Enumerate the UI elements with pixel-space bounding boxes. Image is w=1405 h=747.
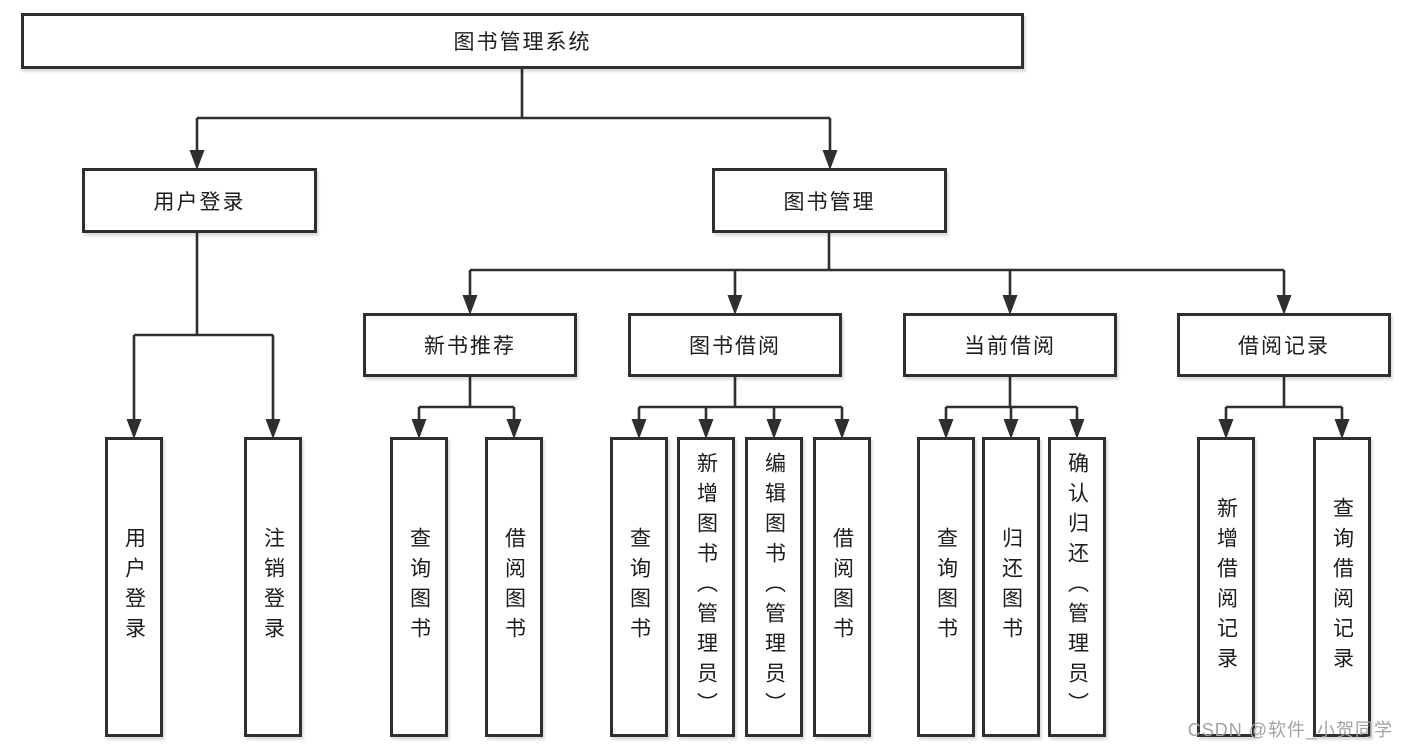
- leaf-records-add-record-label: 新增借阅记录: [1214, 497, 1238, 677]
- leaf-current-confirm-return-admin-label: 确认归还（管理员）: [1065, 452, 1089, 722]
- node-borrowing-records: 借阅记录: [1177, 313, 1391, 377]
- leaf-borrowing-query-book-label: 查询图书: [627, 527, 651, 647]
- leaf-borrowing-edit-book-admin: 编辑图书（管理员）: [745, 437, 803, 737]
- node-book-borrowing-label: 图书借阅: [689, 335, 781, 358]
- node-book-management-label: 图书管理: [783, 190, 876, 214]
- csdn-watermark: CSDN @软件_小贺同学: [1187, 720, 1393, 740]
- node-borrowing-records-label: 借阅记录: [1238, 335, 1330, 358]
- leaf-recommend-query-book-label: 查询图书: [407, 527, 431, 647]
- leaf-records-add-record: 新增借阅记录: [1197, 437, 1255, 737]
- leaf-borrowing-edit-book-admin-label: 编辑图书（管理员）: [762, 452, 786, 722]
- node-book-management-system: 图书管理系统: [21, 13, 1024, 69]
- leaf-records-query-record: 查询借阅记录: [1313, 437, 1371, 737]
- connector-arrowheads: [126, 150, 1350, 439]
- leaf-current-return-book: 归还图书: [982, 437, 1040, 737]
- leaf-current-return-book-label: 归还图书: [999, 527, 1023, 647]
- leaf-user-login: 用户登录: [105, 437, 163, 737]
- leaf-recommend-borrow-book-label: 借阅图书: [502, 527, 526, 647]
- node-user-login: 用户登录: [82, 168, 317, 233]
- leaf-logout-label: 注销登录: [261, 527, 285, 647]
- leaf-user-login-label: 用户登录: [122, 527, 146, 647]
- leaf-records-query-record-label: 查询借阅记录: [1330, 497, 1354, 677]
- node-new-book-recommend-label: 新书推荐: [424, 335, 516, 358]
- leaf-current-confirm-return-admin: 确认归还（管理员）: [1048, 437, 1106, 737]
- leaf-borrowing-query-book: 查询图书: [610, 437, 668, 737]
- node-user-login-label: 用户登录: [153, 190, 246, 214]
- leaf-borrowing-add-book-admin: 新增图书（管理员）: [677, 437, 735, 737]
- node-book-management-system-label: 图书管理系统: [453, 31, 592, 54]
- leaf-recommend-borrow-book: 借阅图书: [485, 437, 543, 737]
- leaf-borrowing-add-book-admin-label: 新增图书（管理员）: [694, 452, 718, 722]
- leaf-current-query-book: 查询图书: [917, 437, 975, 737]
- node-current-borrowing-label: 当前借阅: [964, 335, 1056, 358]
- connector-lines: [132, 69, 1344, 421]
- leaf-borrowing-borrow-book: 借阅图书: [813, 437, 871, 737]
- leaf-current-query-book-label: 查询图书: [934, 527, 958, 647]
- leaf-borrowing-borrow-book-label: 借阅图书: [830, 527, 854, 647]
- leaf-logout: 注销登录: [244, 437, 302, 737]
- node-book-borrowing: 图书借阅: [628, 313, 842, 377]
- leaf-recommend-query-book: 查询图书: [390, 437, 448, 737]
- node-book-management: 图书管理: [712, 168, 947, 233]
- node-current-borrowing: 当前借阅: [903, 313, 1117, 377]
- node-new-book-recommend: 新书推荐: [363, 313, 577, 377]
